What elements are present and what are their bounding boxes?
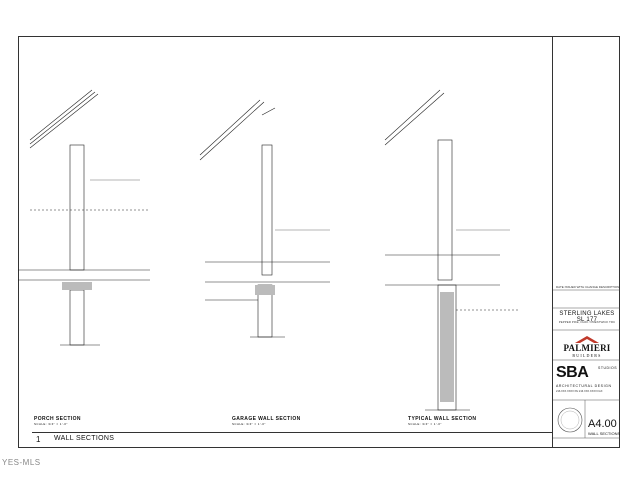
section-title: GARAGE WALL SECTION SCALE: 3/4" = 1'-0" — [232, 416, 301, 426]
architect-mark: SBA — [556, 364, 589, 381]
section-title-text: GARAGE WALL SECTION — [232, 416, 301, 422]
builder-logo: PALMIERI BUILDERS — [556, 333, 618, 358]
drawing-title: WALL SECTIONS — [54, 435, 115, 442]
architect-seal — [556, 406, 584, 434]
title-block-divider — [552, 36, 553, 448]
builder-subtitle: BUILDERS — [572, 353, 602, 358]
builder-name: PALMIERI — [563, 343, 611, 353]
architect-tagline: ARCHITECTURAL DESIGN — [556, 384, 612, 388]
section-scale: SCALE: 3/4" = 1'-0" — [408, 422, 442, 426]
section-scale: SCALE: 3/4" = 1'-0" — [232, 422, 266, 426]
project-name: STERLING LAKES SL 177 — [559, 311, 615, 323]
sheet-title-bar: 1 WALL SECTIONS — [32, 432, 552, 447]
section-title: TYPICAL WALL SECTION SCALE: 3/4" = 1'-0" — [408, 416, 476, 426]
architect-studios: STUDIOS — [598, 366, 618, 370]
sheet-title: WALL SECTIONS — [588, 431, 621, 436]
section-title-text: TYPICAL WALL SECTION — [408, 416, 477, 422]
section-title: PORCH SECTION SCALE: 3/4" = 1'-0" — [34, 416, 81, 426]
project-location: PEPPER PIKE, OHIO / PRESTWICK TRC — [558, 320, 616, 324]
architect-logo: SBA STUDIOS ARCHITECTURAL DESIGN 216.XXX… — [556, 364, 618, 396]
drawing-border — [18, 36, 620, 448]
architect-contact: 216.XXX.XXXX PH 216.XXX.XXXX FAX — [556, 390, 603, 393]
section-title-text: PORCH SECTION — [34, 416, 81, 422]
watermark: YES-MLS — [2, 458, 41, 467]
drawing-number: 1 — [36, 435, 41, 444]
revision-header: DATE ISSUED WITH CHANGE DESCRIPTION — [556, 285, 620, 289]
section-scale: SCALE: 3/4" = 1'-0" — [34, 422, 68, 426]
sheet-number: A4.00 — [588, 418, 617, 430]
